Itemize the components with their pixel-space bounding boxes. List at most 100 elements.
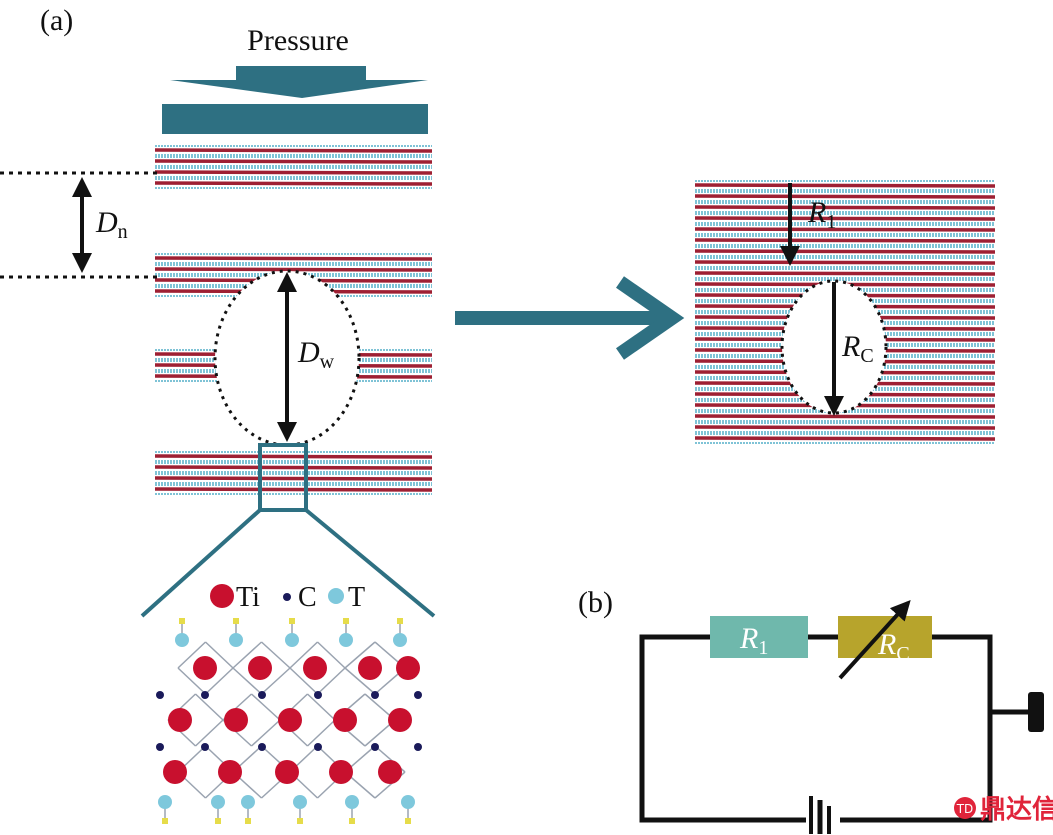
layer-stack-bottom (154, 451, 433, 495)
ti-layer (694, 260, 996, 265)
ti-atom (224, 708, 248, 732)
ti-layer (694, 183, 996, 188)
ti-atom (329, 760, 353, 784)
c-legend-label: C (298, 582, 317, 613)
bond (177, 641, 207, 669)
bond (194, 719, 224, 747)
t-atom (211, 795, 225, 809)
ti3c2-crystal-lattice (156, 618, 422, 824)
ti-atom (193, 656, 217, 680)
t-atom (285, 633, 299, 647)
ti-layer (154, 487, 433, 492)
c-atom (201, 691, 209, 699)
dw-label: Dw (297, 336, 335, 373)
c-atom (414, 743, 422, 751)
c-atom (314, 743, 322, 751)
ti-layer (694, 425, 996, 430)
h-atom (397, 618, 403, 624)
ti-atom (168, 708, 192, 732)
ti-atom (378, 760, 402, 784)
bond (250, 693, 281, 721)
c-atom (201, 743, 209, 751)
bond (260, 667, 291, 695)
c-atom (258, 743, 266, 751)
equivalent-circuit: R1 RC (639, 600, 1044, 834)
dn-label: Dn (95, 206, 128, 243)
ti-layer (694, 205, 996, 210)
layer-stack-top (154, 145, 433, 189)
watermark: TD 鼎达信 (954, 795, 1053, 825)
h-atom (343, 618, 349, 624)
h-atom (349, 818, 355, 824)
callout-line-left (140, 508, 262, 618)
bond (250, 719, 281, 747)
switch-contact-icon (1028, 692, 1044, 732)
watermark-logo-icon (954, 797, 976, 819)
compression-arrow-icon (616, 276, 685, 360)
circuit-wire-right (838, 634, 993, 823)
ti-layer (154, 148, 433, 153)
ti-atom (396, 656, 420, 680)
circuit-wire-top-left (639, 634, 808, 823)
variable-arrow-icon (838, 600, 911, 680)
t-atom (241, 795, 255, 809)
t-atom (229, 633, 243, 647)
ti-layer (154, 159, 433, 164)
ti-atom (248, 656, 272, 680)
ti-layer (694, 271, 996, 276)
ti-layer (154, 170, 433, 175)
r1-label-stack: R1 (807, 196, 836, 233)
ti-layer (154, 256, 433, 261)
bond (306, 693, 336, 721)
t-atom (401, 795, 415, 809)
bond (316, 667, 346, 695)
bond (232, 641, 263, 669)
ti-layer (694, 249, 996, 254)
h-atom (179, 618, 185, 624)
t-atom (293, 795, 307, 809)
ti-layer (694, 436, 996, 441)
ti-atom (303, 656, 327, 680)
bond (316, 641, 346, 669)
ti-layer (694, 227, 996, 232)
h-atom (162, 818, 168, 824)
ti-layer (694, 216, 996, 221)
bond (177, 667, 207, 695)
pressure-arrow-icon (170, 66, 428, 98)
rc-resistor-label: RC (877, 628, 910, 665)
c-atom (258, 691, 266, 699)
h-atom (289, 618, 295, 624)
pressure-plate (162, 104, 428, 134)
panel-b-label: (b) (578, 586, 613, 619)
h-atom (245, 818, 251, 824)
watermark-logo-glyph: TD (956, 802, 974, 816)
h-atom (215, 818, 221, 824)
ti-atom (218, 760, 242, 784)
ti-layer (154, 181, 433, 186)
h-atom (405, 818, 411, 824)
r1-resistor-label: R1 (739, 622, 768, 659)
bond (344, 667, 376, 695)
ti-layer (694, 194, 996, 199)
bond (194, 693, 224, 721)
rc-variable-resistor (838, 616, 932, 658)
ti-legend-label: Ti (236, 582, 260, 613)
bond (232, 667, 263, 695)
t-atom (158, 795, 172, 809)
ti-atom (388, 708, 412, 732)
t-atom (393, 633, 407, 647)
ti-atom (163, 760, 187, 784)
c-atom (156, 691, 164, 699)
ti-atom (358, 656, 382, 680)
bond (260, 641, 291, 669)
zoom-box (258, 443, 308, 512)
ti-atom (333, 708, 357, 732)
ti-layer (154, 465, 433, 470)
c-atom (414, 691, 422, 699)
t-atom (345, 795, 359, 809)
h-atom (297, 818, 303, 824)
callout-line-right (304, 508, 436, 618)
watermark-text: 鼎达信 (980, 795, 1053, 825)
t-atom (175, 633, 189, 647)
